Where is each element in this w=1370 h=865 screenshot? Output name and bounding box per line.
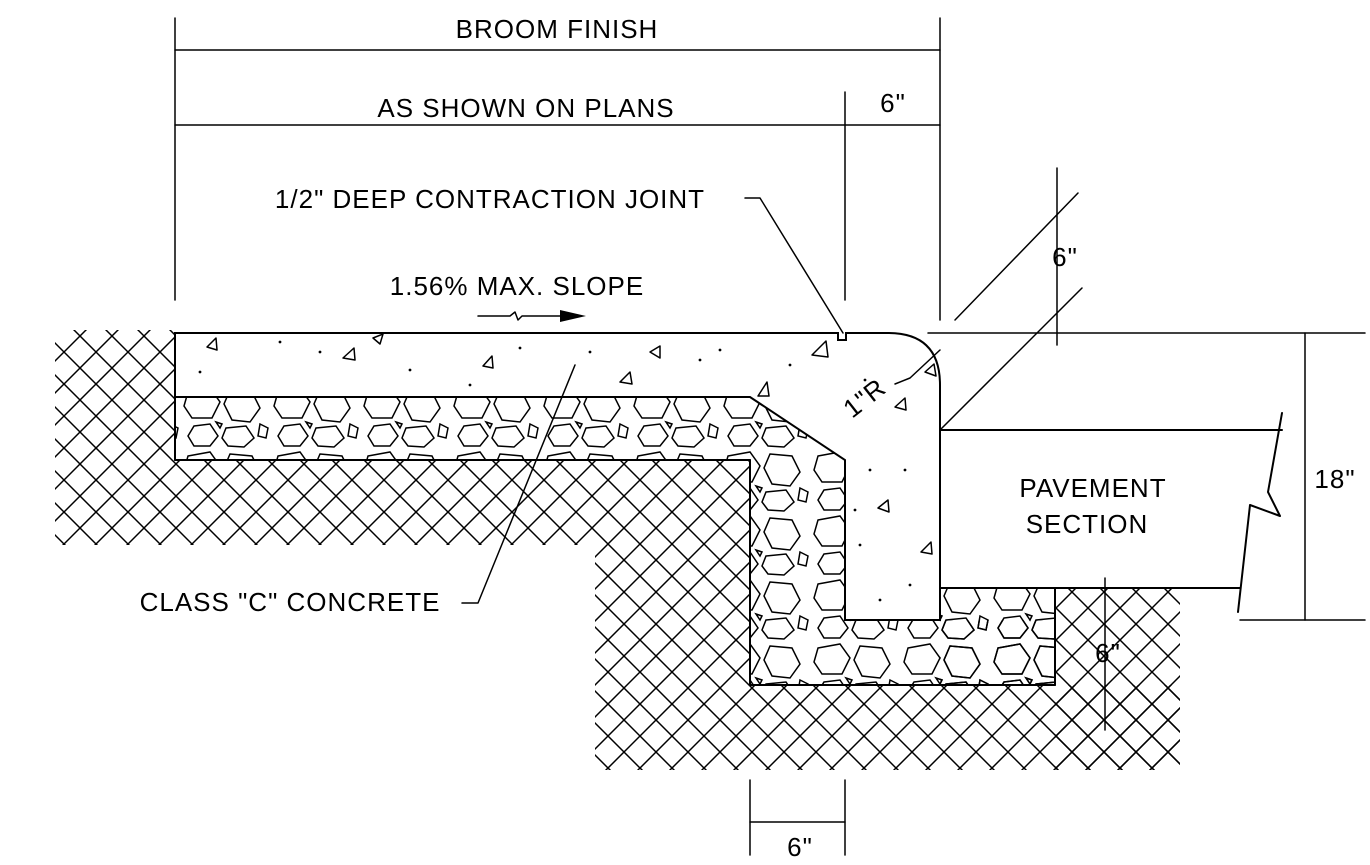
- leader-lines: [461, 197, 941, 604]
- aggregate-base: [175, 397, 1055, 685]
- right-6in-dimension: 6": [1095, 638, 1121, 668]
- class-c-concrete-label: CLASS "C" CONCRETE: [140, 587, 441, 617]
- top-6in-dimension: 6": [880, 88, 906, 118]
- bottom-6in-dimension: 6": [787, 832, 813, 862]
- pavement-label: PAVEMENT: [1019, 473, 1166, 503]
- pavement-break-line: [1237, 412, 1283, 613]
- section-outlines: [174, 396, 1283, 686]
- broom-finish-label: BROOM FINISH: [456, 14, 659, 44]
- as-shown-on-plans-label: AS SHOWN ON PLANS: [377, 93, 674, 123]
- slope-arrow-icon: [477, 310, 586, 322]
- contraction-joint-label: 1/2" DEEP CONTRACTION JOINT: [275, 184, 705, 214]
- dimension-lines: [174, 17, 1366, 856]
- slope-label: 1.56% MAX. SLOPE: [390, 271, 644, 301]
- diagonal-6in-dimension: 6": [1052, 242, 1078, 272]
- contraction-joint-notch: [837, 332, 847, 341]
- concrete-speckles: [198, 333, 937, 602]
- 18in-dimension: 18": [1314, 464, 1355, 494]
- section-label: SECTION: [1026, 509, 1149, 539]
